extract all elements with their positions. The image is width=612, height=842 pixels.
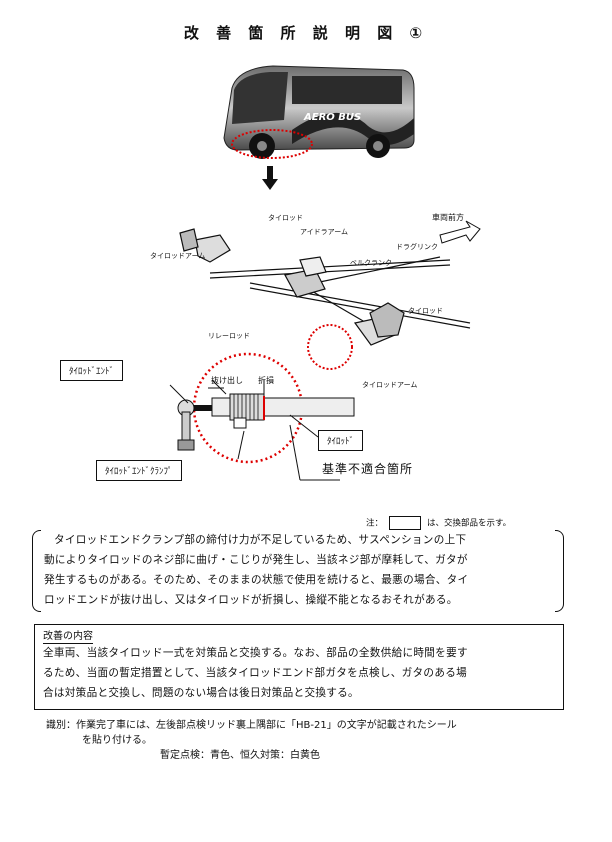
highlight-circle-linkage <box>307 324 353 370</box>
improvement-heading: 改善の内容 <box>43 627 93 644</box>
down-arrow-icon <box>262 166 278 190</box>
description-paragraph: タイロッドエンドクランプ部の締付け力が不足しているため、サスペンションの上下 動… <box>44 530 552 610</box>
tie-rod-label: ﾀｲﾛｯﾄﾞ <box>318 430 364 451</box>
pull-out-label: 抜け出し <box>211 376 243 385</box>
label-drag-link: ドラグリンク <box>396 243 438 251</box>
identification-line-2: を貼り付ける。 <box>82 735 152 746</box>
page-title: 改 善 箇 所 説 明 図 ① <box>183 24 429 42</box>
paren-left <box>32 530 41 612</box>
legend-note: 注： は、交換部品を示す。 <box>366 516 511 530</box>
breakage-label: 折損 <box>258 376 274 385</box>
description-line: ロッドエンドが抜け出し、又はタイロッドが折損し、操縦不能となるおそれがある。 <box>44 594 458 606</box>
highlight-circle-bus <box>231 129 313 159</box>
bus-logo: AERO BUS <box>303 112 361 123</box>
clamp-label: ﾀｲﾛｯﾄﾞｴﾝﾄﾞｸﾗﾝﾌﾟ <box>96 460 182 481</box>
label-relay-rod: リレーロッド <box>208 332 250 340</box>
legend-prefix: 注： <box>366 518 384 529</box>
bus-illustration: AERO BUS <box>223 65 415 159</box>
legend-suffix: は、交換部品を示す。 <box>427 518 512 529</box>
identification-line-3: 暫定点検：青色、恒久対策：白黄色 <box>160 750 320 761</box>
detail-leader-lines <box>169 384 340 481</box>
description-line: 動によりタイロッドのネジ部に曲げ・こじりが発生し、当該ネジ部が摩耗して、ガタが <box>44 554 468 566</box>
improvement-line: るため、当面の暫定措置として、当該タイロッドエンド部ガタを点検し、ガタのある場 <box>43 667 468 679</box>
label-idler-arm: アイドラアーム <box>300 228 349 236</box>
improvement-line: 合は対策品と交換し、問題のない場合は後日対策品と交換する。 <box>43 687 359 699</box>
paren-right <box>555 530 564 612</box>
steering-linkage-diagram <box>179 220 481 370</box>
direction-label: 車両前方 <box>432 213 464 222</box>
identification-line-1: 識別：作業完了車には、左後部点検リッド裏上隅部に「HB-21」の文字が記載された… <box>46 720 457 731</box>
legend-box <box>389 516 422 530</box>
improvement-body: 全車両、当該タイロッド一式を対策品と交換する。なお、部品の全数供給に時間を要す … <box>43 643 553 703</box>
tie-rod-end-label: ﾀｲﾛｯﾄﾞｴﾝﾄﾞ <box>60 360 124 381</box>
improvement-box: 改善の内容 全車両、当該タイロッド一式を対策品と交換する。なお、部品の全数供給に… <box>34 624 564 710</box>
label-tie-rod-arm-left: タイロッドアーム <box>150 252 206 260</box>
label-tie-rod-arm-right: タイロッドアーム <box>362 381 418 389</box>
nonconforming-label: 基準不適合箇所 <box>322 462 414 476</box>
label-bell-crank: ベルクランク <box>350 259 392 267</box>
direction-arrow-icon <box>439 220 481 244</box>
description-line: 発生するものがある。そのため、そのままの状態で使用を続けると、最悪の場合、タイ <box>44 574 469 586</box>
improvement-line: 全車両、当該タイロッド一式を対策品と交換する。なお、部品の全数供給に時間を要す <box>43 647 468 659</box>
tie-rod-end-detail <box>177 352 355 464</box>
description-line: タイロッドエンドクランプ部の締付け力が不足しているため、サスペンションの上下 <box>54 534 467 546</box>
label-tie-rod-right: タイロッド <box>408 307 443 315</box>
label-tie-rod-top: タイロッド <box>268 214 303 222</box>
